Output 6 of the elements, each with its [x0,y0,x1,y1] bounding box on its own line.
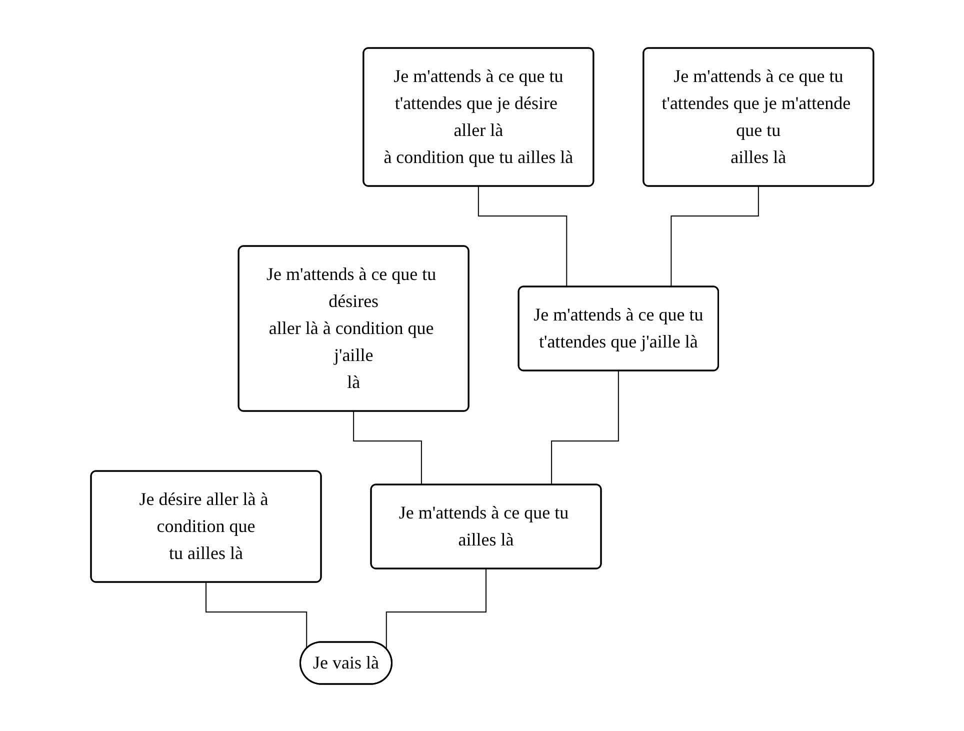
connector [386,568,487,649]
connector [478,186,567,287]
connector [670,186,760,287]
connector [205,582,307,649]
connector [550,370,620,485]
connector [352,410,422,485]
